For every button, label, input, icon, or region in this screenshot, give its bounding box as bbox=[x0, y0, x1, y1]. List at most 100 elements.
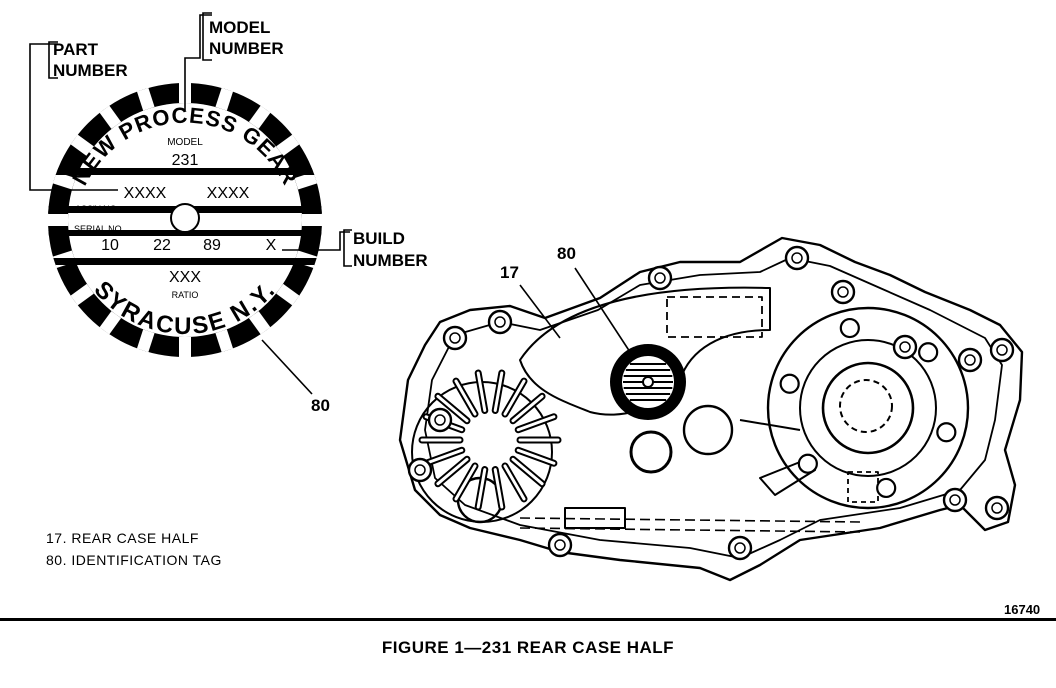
tag-rim-slot bbox=[215, 329, 234, 353]
cooling-slot-inner bbox=[516, 448, 556, 465]
tag-ratio-value: XXX bbox=[169, 269, 201, 286]
case-ref-80-leader bbox=[574, 267, 631, 353]
case-ref-80: 80 bbox=[557, 244, 576, 263]
tag-callouts bbox=[29, 12, 352, 395]
tag-build-value: X bbox=[266, 237, 277, 254]
upper-housing bbox=[519, 286, 771, 416]
tag-serial-3: 89 bbox=[203, 237, 221, 254]
model-bracket bbox=[202, 12, 212, 61]
part-number-line2: NUMBER bbox=[53, 61, 128, 80]
tag-rim-slot bbox=[248, 105, 271, 129]
bolt-hole-bore bbox=[449, 332, 461, 344]
build-bracket bbox=[343, 229, 352, 267]
boss-bolt bbox=[839, 317, 860, 339]
tag-ref-leader bbox=[261, 339, 313, 395]
tag-serial-1: 10 bbox=[101, 237, 119, 254]
bolt-hole bbox=[984, 495, 1010, 521]
tag-rim-slot bbox=[215, 87, 234, 111]
part-bracket bbox=[48, 41, 58, 79]
build-number-line1: BUILD bbox=[353, 229, 405, 248]
bolt-hole-bore bbox=[654, 272, 666, 284]
tag-rim-slot bbox=[294, 171, 318, 190]
cooling-slot-inner bbox=[454, 379, 477, 416]
case-cooling-slots bbox=[418, 369, 562, 511]
bolt-hole bbox=[892, 334, 918, 360]
legend-item-17: 17. REAR CASE HALF bbox=[46, 530, 199, 546]
installed-tag bbox=[610, 344, 686, 420]
tag-serial-2: 22 bbox=[153, 237, 171, 254]
bolt-hole-bore bbox=[414, 464, 426, 476]
model-number-line2: NUMBER bbox=[209, 39, 284, 58]
cooling-slot-inner bbox=[436, 457, 469, 486]
case-outline bbox=[398, 236, 1024, 582]
tag-rim-slot bbox=[136, 329, 155, 353]
oil-tube bbox=[519, 517, 861, 533]
boss-bolt bbox=[936, 422, 957, 443]
tag-assy-label: ASS'Y NO. bbox=[75, 204, 119, 214]
bolt-hole bbox=[942, 487, 968, 513]
tag-rim-slot bbox=[99, 311, 122, 335]
cooling-slot-inner bbox=[516, 415, 556, 432]
cooling-slot-inner bbox=[476, 468, 487, 509]
part-number-line1: PART bbox=[53, 40, 99, 59]
tag-serial-label: SERIAL NO. bbox=[74, 224, 124, 234]
output-boss-inner bbox=[821, 361, 915, 455]
cooling-slot-inner bbox=[476, 371, 487, 412]
output-boss-ring bbox=[799, 339, 937, 477]
case-ref-17-leader bbox=[519, 284, 561, 339]
figure-id: 16740 bbox=[1004, 602, 1041, 617]
build-number-leader bbox=[282, 231, 350, 251]
figure-caption: FIGURE 1—231 REAR CASE HALF bbox=[381, 638, 675, 657]
bolt-hole-bore bbox=[734, 542, 746, 554]
bolt-hole bbox=[647, 265, 673, 291]
caption-rule bbox=[0, 618, 1056, 621]
tag-rim-slot bbox=[136, 87, 155, 111]
bolt-hole bbox=[727, 535, 753, 561]
output-boss-outer bbox=[766, 306, 970, 510]
case-label-plate bbox=[666, 296, 763, 338]
tag-part-a: XXXX bbox=[124, 185, 167, 202]
bolt-hole-bore bbox=[964, 354, 976, 366]
part-number-leader bbox=[29, 43, 118, 191]
cooling-slot-inner bbox=[454, 464, 477, 501]
bolt-hole-bore bbox=[991, 502, 1003, 514]
tag-rim-slot bbox=[70, 283, 94, 306]
cooling-slot-inner bbox=[503, 464, 526, 501]
boss-bolt bbox=[797, 453, 818, 474]
boss-bolt bbox=[779, 373, 800, 394]
plug-upper bbox=[682, 404, 734, 456]
installed-tag-hole bbox=[642, 376, 654, 388]
output-bore bbox=[839, 379, 893, 433]
boss-bolt bbox=[918, 342, 939, 363]
bolt-hole-bore bbox=[837, 286, 849, 298]
bolt-hole bbox=[407, 457, 433, 483]
build-number-line2: NUMBER bbox=[353, 251, 428, 270]
bolt-hole-bore bbox=[949, 494, 961, 506]
tag-ratio-label: RATIO bbox=[172, 290, 199, 300]
cooling-slot-inner bbox=[511, 394, 544, 423]
bolt-hole-bore bbox=[554, 539, 566, 551]
bolt-hole-bore bbox=[899, 341, 911, 353]
tag-ref-number: 80 bbox=[311, 396, 330, 415]
tag-rim-slot bbox=[248, 311, 271, 335]
output-boss-bolts bbox=[779, 317, 957, 499]
plug-seal bbox=[629, 430, 673, 474]
bolt-hole-bore bbox=[996, 344, 1008, 356]
bolt-hole bbox=[784, 245, 810, 271]
tag-center-hole bbox=[170, 203, 200, 233]
tag-model-label: MODEL bbox=[167, 137, 203, 148]
bolt-hole bbox=[487, 309, 513, 335]
cooling-slot-inner bbox=[436, 394, 469, 423]
tag-rim-slot bbox=[302, 214, 322, 226]
cooling-slot-inner bbox=[511, 457, 544, 486]
cooling-slot-inner bbox=[493, 371, 504, 412]
case-bolt-holes bbox=[407, 245, 1015, 561]
bolt-hole bbox=[547, 532, 573, 558]
bolt-hole-bore bbox=[434, 414, 446, 426]
bolt-hole bbox=[830, 279, 856, 305]
tag-rim-slot bbox=[48, 214, 68, 226]
legend-item-80: 80. IDENTIFICATION TAG bbox=[46, 552, 222, 568]
cooling-slot-inner bbox=[493, 468, 504, 509]
bolt-hole bbox=[957, 347, 983, 373]
